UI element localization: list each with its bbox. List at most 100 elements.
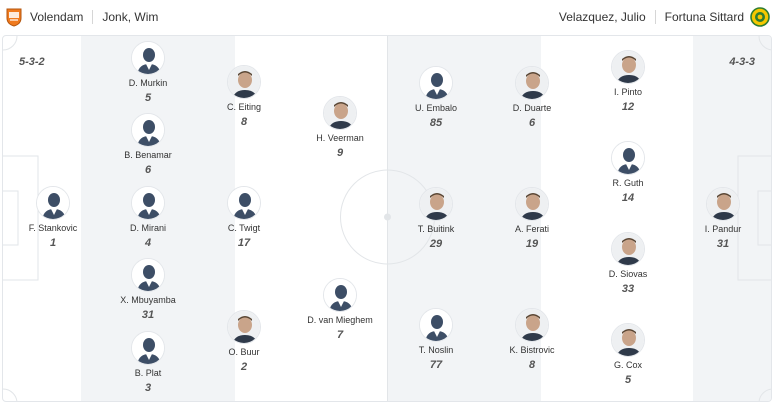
player-card[interactable]: C. Eiting 8 — [199, 65, 289, 128]
player-silhouette-icon — [227, 186, 261, 220]
player-number: 6 — [528, 117, 536, 129]
player-silhouette-icon — [131, 331, 165, 365]
pitch-stripe — [388, 36, 541, 401]
player-silhouette-icon — [611, 141, 645, 175]
player-photo — [611, 232, 645, 266]
player-card[interactable]: I. Pinto 12 — [583, 50, 673, 113]
player-photo — [706, 187, 740, 221]
player-card[interactable]: C. Twigt 17 — [199, 186, 289, 249]
home-team-info: Volendam Jonk, Wim — [4, 0, 158, 34]
player-number: 77 — [429, 359, 443, 371]
player-name: D. Murkin — [128, 78, 168, 88]
player-number: 4 — [144, 237, 152, 249]
player-card[interactable]: T. Noslin 77 — [391, 308, 481, 371]
home-team-name[interactable]: Volendam — [30, 10, 84, 24]
player-name: D. Duarte — [512, 103, 552, 113]
player-card[interactable]: D. Siovas 33 — [583, 232, 673, 295]
player-photo — [323, 96, 357, 130]
player-name: B. Plat — [134, 368, 162, 378]
player-photo — [611, 323, 645, 357]
player-card[interactable]: G. Cox 5 — [583, 323, 673, 386]
player-number: 1 — [49, 237, 57, 249]
player-number: 5 — [144, 92, 152, 104]
player-card[interactable]: K. Bistrovic 8 — [487, 308, 577, 371]
player-photo — [515, 308, 549, 342]
player-number: 12 — [621, 101, 635, 113]
player-card[interactable]: O. Buur 2 — [199, 310, 289, 373]
player-card[interactable]: T. Buitink 29 — [391, 187, 481, 250]
player-name: T. Noslin — [418, 345, 454, 355]
player-number: 14 — [621, 192, 635, 204]
player-card[interactable]: D. van Mieghem 7 — [295, 278, 385, 341]
player-photo — [227, 65, 261, 99]
player-number: 31 — [141, 309, 155, 321]
player-card[interactable]: B. Benamar 6 — [103, 113, 193, 176]
player-photo — [515, 187, 549, 221]
player-card[interactable]: A. Ferati 19 — [487, 187, 577, 250]
away-team-info: Velazquez, Julio Fortuna Sittard — [559, 0, 770, 34]
player-name: T. Buitink — [417, 224, 455, 234]
player-card[interactable]: I. Pandur 31 — [678, 187, 768, 250]
fortuna-sittard-crest-icon[interactable] — [750, 7, 770, 27]
player-photo — [227, 310, 261, 344]
player-name: U. Embalo — [414, 103, 458, 113]
player-name: H. Veerman — [316, 133, 364, 143]
player-number: 17 — [237, 237, 251, 249]
home-formation: 5-3-2 — [19, 56, 45, 68]
player-name: D. Siovas — [608, 269, 648, 279]
player-silhouette-icon — [323, 278, 357, 312]
home-coach-name[interactable]: Jonk, Wim — [102, 10, 159, 24]
player-silhouette-icon — [131, 41, 165, 75]
player-number: 9 — [336, 147, 344, 159]
player-card[interactable]: B. Plat 3 — [103, 331, 193, 394]
header-divider — [654, 10, 656, 24]
player-card[interactable]: D. Duarte 6 — [487, 66, 577, 129]
player-photo — [419, 187, 453, 221]
player-name: I. Pinto — [613, 87, 642, 97]
pitch-markings — [3, 36, 771, 401]
player-card[interactable]: R. Guth 14 — [583, 141, 673, 204]
away-team-name[interactable]: Fortuna Sittard — [664, 10, 744, 24]
player-number: 29 — [429, 238, 443, 250]
match-lineup-header: Volendam Jonk, Wim Velazquez, Julio Fort… — [0, 0, 774, 34]
player-number: 85 — [429, 117, 443, 129]
player-silhouette-icon — [131, 113, 165, 147]
player-name: A. Ferati — [514, 224, 549, 234]
player-name: I. Pandur — [704, 224, 742, 234]
player-name: C. Twigt — [227, 223, 261, 233]
player-card[interactable]: D. Mirani 4 — [103, 186, 193, 249]
pitch: 5-3-2 4-3-3 F. Stankovic 1 D. Murkin 5 B… — [2, 35, 772, 402]
player-name: K. Bistrovic — [509, 345, 555, 355]
player-number: 8 — [528, 359, 536, 371]
away-coach-name[interactable]: Velazquez, Julio — [558, 10, 646, 24]
player-number: 2 — [240, 361, 248, 373]
player-name: O. Buur — [228, 347, 260, 357]
player-number: 7 — [336, 329, 344, 341]
player-silhouette-icon — [36, 186, 70, 220]
player-name: D. van Mieghem — [307, 315, 373, 325]
header-divider — [92, 10, 94, 24]
player-silhouette-icon — [419, 66, 453, 100]
player-number: 3 — [144, 382, 152, 394]
player-card[interactable]: U. Embalo 85 — [391, 66, 481, 129]
player-name: C. Eiting — [226, 102, 261, 112]
player-photo — [515, 66, 549, 100]
player-photo — [611, 50, 645, 84]
player-number: 33 — [621, 283, 635, 295]
volendam-crest-icon[interactable] — [4, 7, 24, 27]
player-name: G. Cox — [613, 360, 642, 370]
player-number: 31 — [716, 238, 730, 250]
player-silhouette-icon — [131, 258, 165, 292]
player-silhouette-icon — [131, 186, 165, 220]
player-card[interactable]: H. Veerman 9 — [295, 96, 385, 159]
player-name: X. Mbuyamba — [120, 295, 176, 305]
player-number: 19 — [525, 238, 539, 250]
player-silhouette-icon — [419, 308, 453, 342]
player-number: 8 — [240, 116, 248, 128]
player-card[interactable]: F. Stankovic 1 — [8, 186, 98, 249]
player-card[interactable]: X. Mbuyamba 31 — [103, 258, 193, 321]
player-name: B. Benamar — [124, 150, 172, 160]
player-name: F. Stankovic — [28, 223, 78, 233]
player-name: R. Guth — [612, 178, 644, 188]
player-card[interactable]: D. Murkin 5 — [103, 41, 193, 104]
